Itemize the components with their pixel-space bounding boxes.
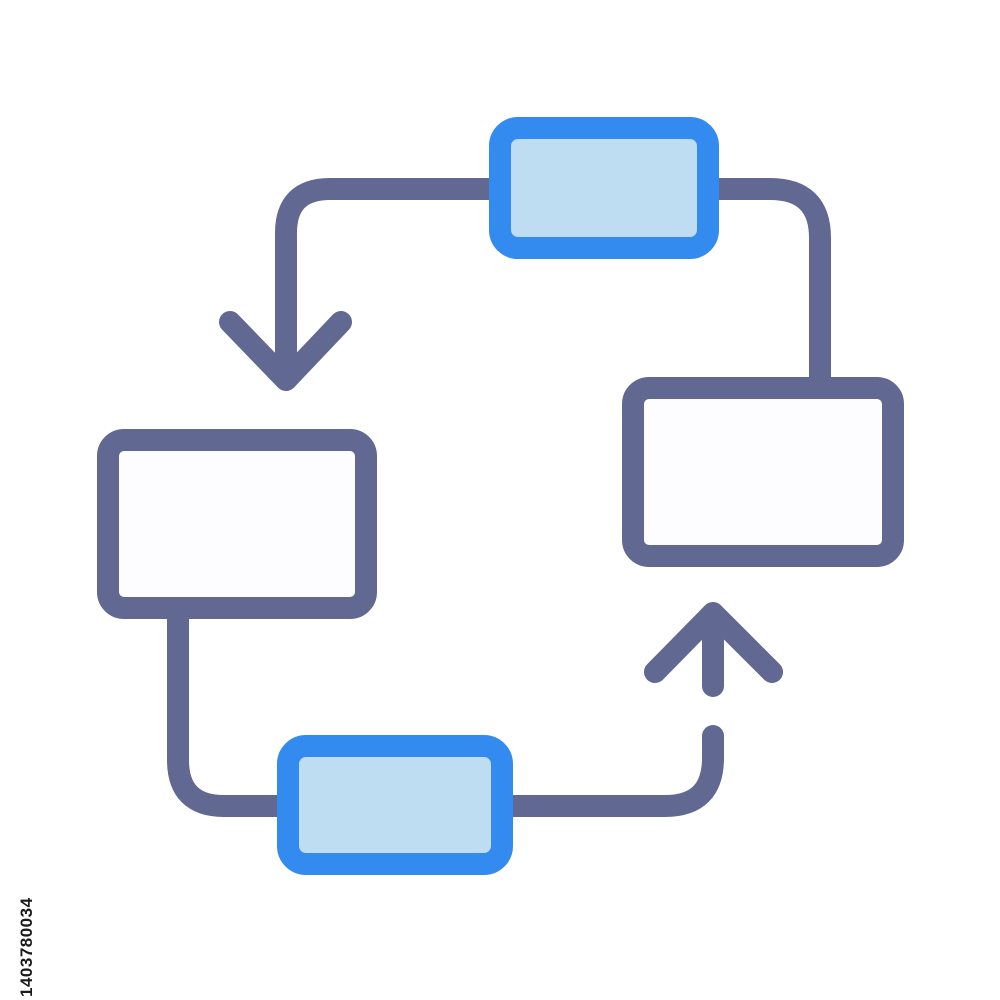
connector-top-to-right bbox=[705, 178, 831, 396]
left-process-node bbox=[97, 429, 377, 619]
stock-image-id: 1403780034 bbox=[17, 897, 36, 997]
arrow-up-icon bbox=[644, 602, 783, 683]
connector-left-to-bottom bbox=[167, 603, 301, 817]
connector-bottom-to-right bbox=[495, 725, 724, 817]
arrow-down-icon bbox=[219, 311, 352, 391]
top-process-node bbox=[489, 117, 719, 259]
bottom-process-node bbox=[277, 735, 513, 875]
connector-top-to-left bbox=[275, 178, 503, 386]
right-process-node bbox=[622, 377, 904, 567]
